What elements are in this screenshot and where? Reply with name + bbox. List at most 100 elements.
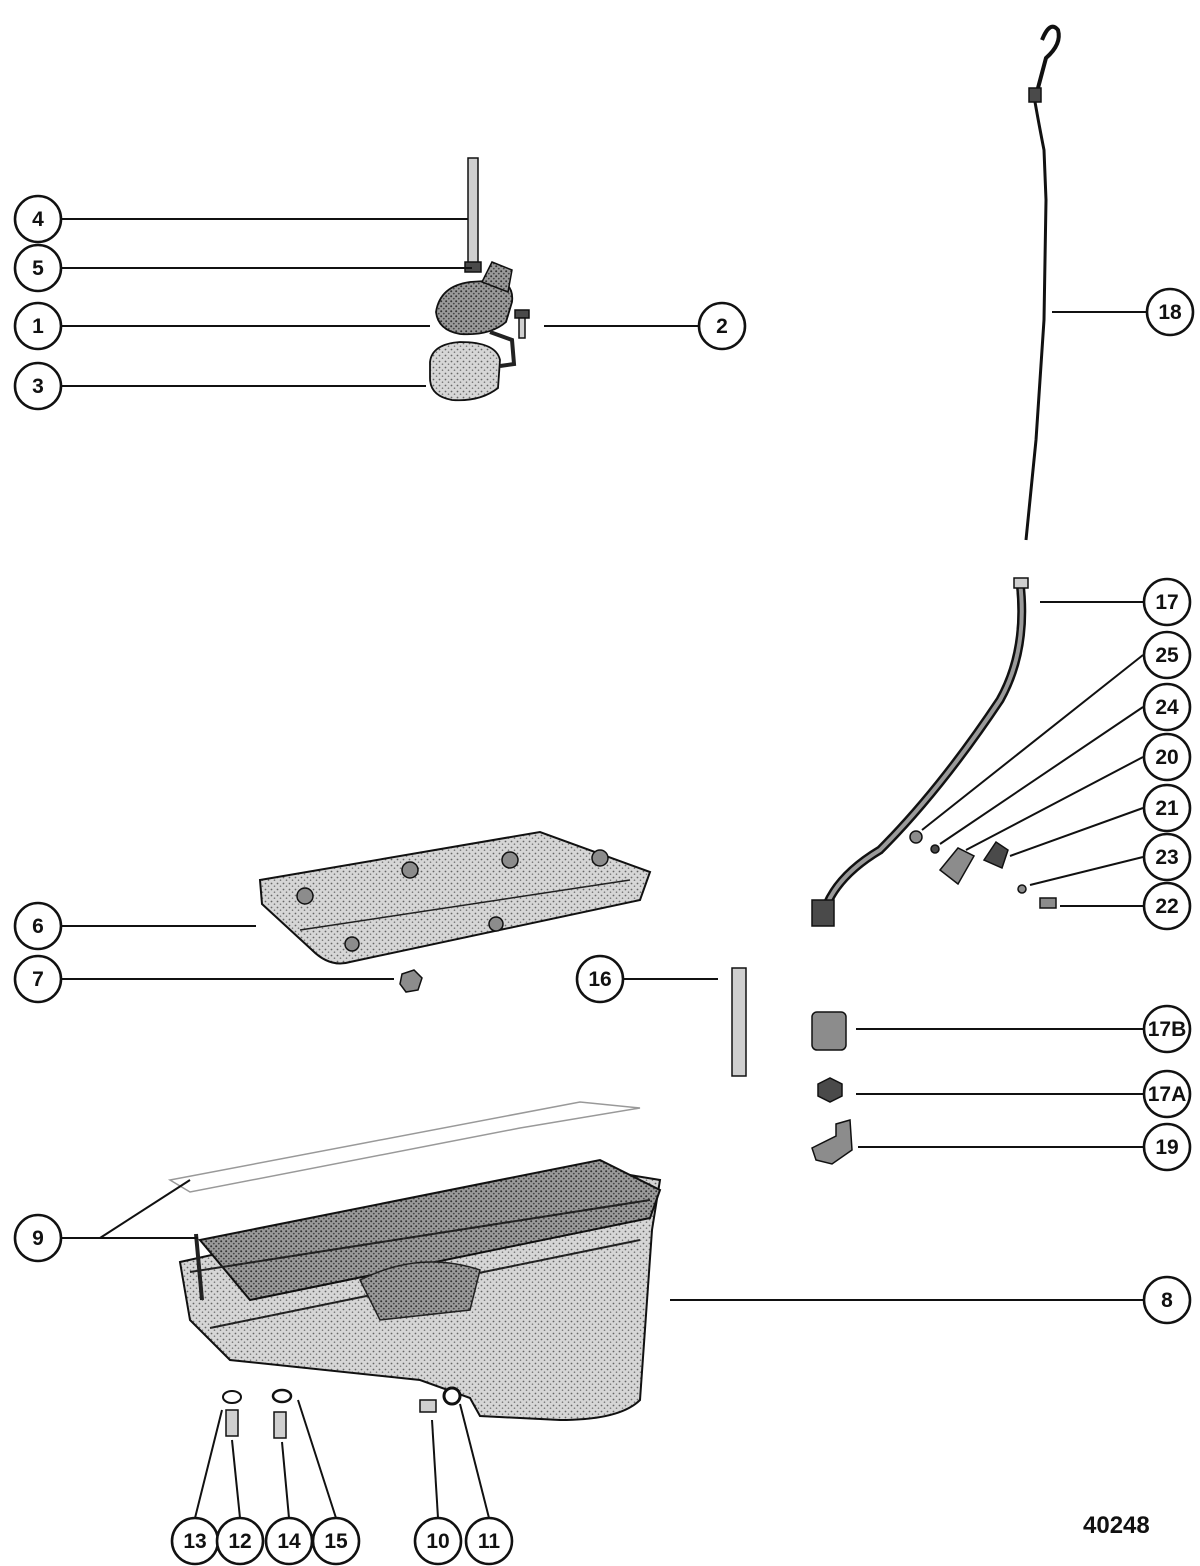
callout-circle [13, 361, 63, 411]
callout-14: 14 [264, 1516, 314, 1566]
clip-20 [938, 847, 976, 886]
callout-label: 1 [32, 315, 44, 338]
callout-21: 21 [1142, 783, 1192, 833]
callout-circle [13, 301, 63, 351]
callout-label: 7 [32, 968, 44, 991]
callout-label: 21 [1155, 797, 1179, 820]
callout-circle [464, 1516, 514, 1566]
callout-label: 18 [1158, 301, 1182, 324]
callout-label: 10 [426, 1530, 449, 1553]
callout-label: 25 [1155, 644, 1179, 667]
callout-13: 13 [170, 1516, 220, 1566]
windage-tray [258, 830, 652, 965]
screw-22 [1039, 897, 1057, 909]
callout-circle [413, 1516, 463, 1566]
callout-label: 17B [1148, 1018, 1187, 1041]
pump-outlet [480, 261, 513, 294]
washer-13 [222, 1390, 242, 1404]
clamp-21 [982, 840, 1009, 870]
bracket-hardware [909, 830, 1057, 909]
callout-5: 5 [13, 243, 63, 293]
dipstick [1024, 24, 1061, 541]
callout-circle [13, 954, 63, 1004]
callout-17: 17 [1142, 577, 1192, 627]
pickup-tube [489, 330, 517, 368]
callout-circle [13, 243, 63, 293]
callout-17B: 17B [1142, 1004, 1192, 1054]
callout-2: 2 [697, 301, 747, 351]
callout-circle [1145, 287, 1195, 337]
pump-body [435, 279, 514, 336]
callout-label: 15 [324, 1530, 348, 1553]
callout-1: 1 [13, 301, 63, 351]
bolt-12 [225, 1409, 239, 1437]
callout-circle [13, 901, 63, 951]
callout-16: 16 [575, 954, 625, 1004]
callout-circle [215, 1516, 265, 1566]
callout-label: 5 [32, 257, 44, 280]
dipstick-tube [811, 577, 1029, 927]
bolt-14 [273, 1411, 287, 1439]
washer-23 [1017, 884, 1027, 894]
leader-lines [62, 218, 1146, 1519]
fittings [811, 1011, 853, 1165]
callout-label: 23 [1155, 846, 1178, 869]
callout-label: 22 [1155, 895, 1178, 918]
callout-circle [1142, 1275, 1192, 1325]
callout-circle [1142, 682, 1192, 732]
callout-label: 17 [1155, 591, 1178, 614]
callout-circle [575, 954, 625, 1004]
oil-pump-assembly [429, 157, 517, 402]
callout-circle [1142, 1004, 1192, 1054]
callout-4: 4 [13, 194, 63, 244]
nut-25 [909, 830, 923, 844]
callout-label: 19 [1155, 1136, 1178, 1159]
callout-17A: 17A [1142, 1069, 1192, 1119]
callout-label: 6 [32, 915, 44, 938]
callout-9: 9 [13, 1213, 63, 1263]
callout-label: 3 [32, 375, 44, 398]
washer-15 [271, 1388, 293, 1404]
callout-label: 14 [277, 1530, 301, 1553]
oil-pan-gasket [167, 1101, 641, 1193]
dipstick-rod [1024, 101, 1048, 541]
figure-number: 40248 [1083, 1512, 1150, 1539]
callout-10: 10 [413, 1516, 463, 1566]
plug-10 [419, 1399, 437, 1413]
pump-shaft [467, 157, 479, 269]
callout-circle [1142, 1122, 1192, 1172]
dipstick-loop [1036, 24, 1061, 89]
callout-circle [13, 194, 63, 244]
washer-24 [930, 844, 940, 854]
callout-circle [1142, 732, 1192, 782]
callout-18: 18 [1145, 287, 1195, 337]
callout-11: 11 [464, 1516, 514, 1566]
callout-22: 22 [1142, 881, 1192, 931]
callout-circle [311, 1516, 361, 1566]
callout-circle [1142, 783, 1192, 833]
callout-circle [13, 1213, 63, 1263]
callout-label: 11 [478, 1530, 501, 1553]
callout-label: 2 [716, 315, 728, 338]
callout-label: 4 [32, 208, 44, 231]
gasket-11 [442, 1386, 462, 1406]
callout-label: 24 [1155, 696, 1179, 719]
pan-hardware [222, 1386, 462, 1439]
elbow-19 [811, 1119, 853, 1165]
callout-23: 23 [1142, 832, 1192, 882]
nut-17A [817, 1077, 843, 1103]
dipstick-cap [1028, 87, 1042, 103]
callout-12: 12 [215, 1516, 265, 1566]
pickup-screen [429, 341, 501, 402]
callout-15: 15 [311, 1516, 361, 1566]
callout-circle [1142, 577, 1192, 627]
callout-circle [1142, 630, 1192, 680]
drain-tube [731, 967, 747, 1077]
callout-label: 12 [228, 1530, 251, 1553]
callout-label: 8 [1161, 1289, 1173, 1312]
callout-circle [697, 301, 747, 351]
callout-6: 6 [13, 901, 63, 951]
callout-label: 9 [32, 1227, 44, 1250]
